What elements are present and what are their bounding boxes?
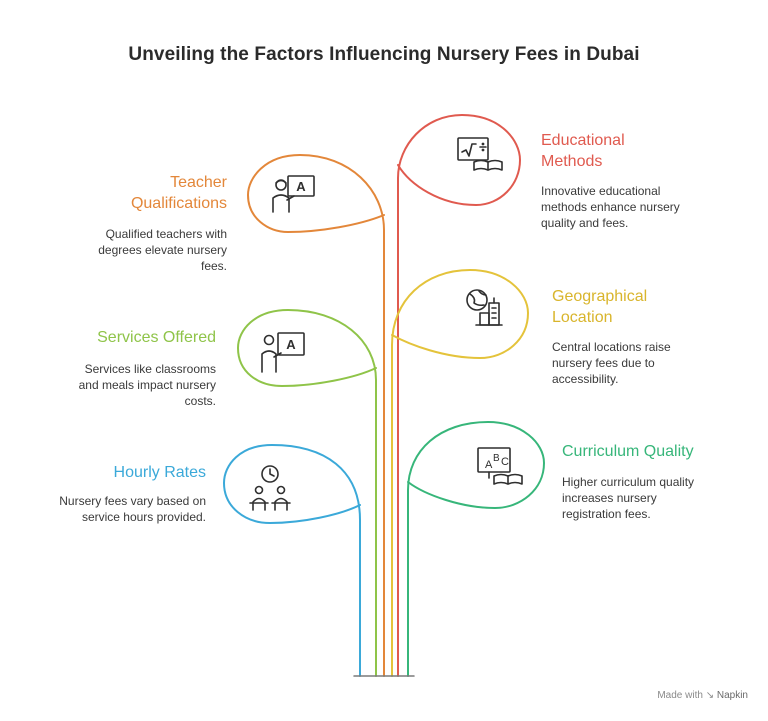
services-desc-line-3: costs. — [184, 394, 216, 408]
hourly-rates-label: Hourly Rates — [114, 462, 206, 483]
geographical-label-line-1: Geographical — [552, 288, 648, 305]
curriculum-quality-label: Curriculum Quality — [562, 441, 694, 462]
teacher-label-line-1: Teacher — [170, 174, 227, 191]
curriculum-letter-a: A — [485, 459, 493, 471]
page-title: Unveiling the Factors Influencing Nurser… — [128, 44, 640, 65]
hourly-label-line-1: Hourly Rates — [113, 464, 206, 481]
geographical-desc-line-1: Central locations raise — [552, 340, 671, 354]
curriculum-desc-line-2: increases nursery — [562, 491, 657, 505]
educational-methods-description: Innovative educational methods enhance n… — [541, 183, 680, 231]
globe-city-icon — [466, 289, 503, 326]
teacher-qualifications-description: Qualified teachers with degrees elevate … — [98, 226, 227, 274]
educational-desc-line-2: methods enhance nursery — [541, 200, 680, 214]
educational-methods-label: Educational Methods — [541, 130, 625, 172]
educational-label-line-1: Educational — [541, 132, 625, 149]
classroom-icon: A — [261, 332, 305, 373]
abc-book-icon: A B C — [477, 447, 523, 485]
curriculum-letter-b: B — [493, 453, 500, 464]
educational-desc-line-1: Innovative educational — [541, 184, 661, 198]
curriculum-desc-line-3: registration fees. — [562, 507, 651, 521]
geographical-desc-line-2: nursery fees due to — [552, 356, 655, 370]
made-with-napkin-watermark: Made with ↘ Napkin — [657, 690, 748, 701]
stem-services — [237, 309, 377, 677]
services-desc-line-1: Services like classrooms — [84, 362, 216, 376]
services-desc-line-2: and meals impact nursery — [78, 378, 216, 392]
watermark-brand: Napkin — [716, 690, 748, 701]
geographical-location-label: Geographical Location — [552, 286, 647, 328]
curriculum-letter-c: C — [501, 456, 509, 468]
stem-educational — [397, 114, 521, 677]
svg-text:A: A — [296, 179, 306, 194]
educational-label-line-2: Methods — [541, 153, 603, 170]
napkin-logo-icon: ↘ — [705, 690, 715, 701]
geographical-desc-line-3: accessibility. — [552, 372, 619, 386]
hourly-desc-line-1: Nursery fees vary based on — [59, 494, 206, 508]
curriculum-quality-description: Higher curriculum quality increases nurs… — [562, 474, 694, 522]
curriculum-label-line-1: Curriculum Quality — [562, 443, 694, 460]
hourly-rates-description: Nursery fees vary based on service hours… — [59, 493, 206, 525]
services-label-line-1: Services Offered — [97, 329, 216, 346]
math-book-icon — [457, 137, 503, 171]
hourly-desc-line-2: service hours provided. — [81, 510, 206, 524]
services-offered-label: Services Offered — [97, 327, 216, 348]
teacher-board-icon: A — [272, 175, 315, 213]
stem-curriculum — [407, 421, 545, 677]
stem-hourly — [223, 444, 361, 677]
educational-desc-line-3: quality and fees. — [541, 216, 629, 230]
services-offered-description: Services like classrooms and meals impac… — [79, 361, 216, 409]
clock-people-icon — [249, 465, 291, 511]
curriculum-desc-line-1: Higher curriculum quality — [562, 475, 695, 489]
teacher-desc-line-1: Qualified teachers with — [105, 227, 227, 241]
stem-geographical — [391, 269, 529, 677]
teacher-desc-line-3: fees. — [200, 259, 227, 273]
geographical-location-description: Central locations raise nursery fees due… — [552, 339, 671, 387]
teacher-label-line-2: Qualifications — [130, 195, 227, 212]
svg-text:A: A — [286, 337, 296, 352]
watermark-prefix: Made with — [657, 690, 703, 701]
teacher-qualifications-label: Teacher Qualifications — [131, 172, 227, 214]
teacher-desc-line-2: degrees elevate nursery — [98, 243, 227, 257]
geographical-label-line-2: Location — [552, 309, 613, 326]
stem-teacher — [247, 154, 385, 677]
